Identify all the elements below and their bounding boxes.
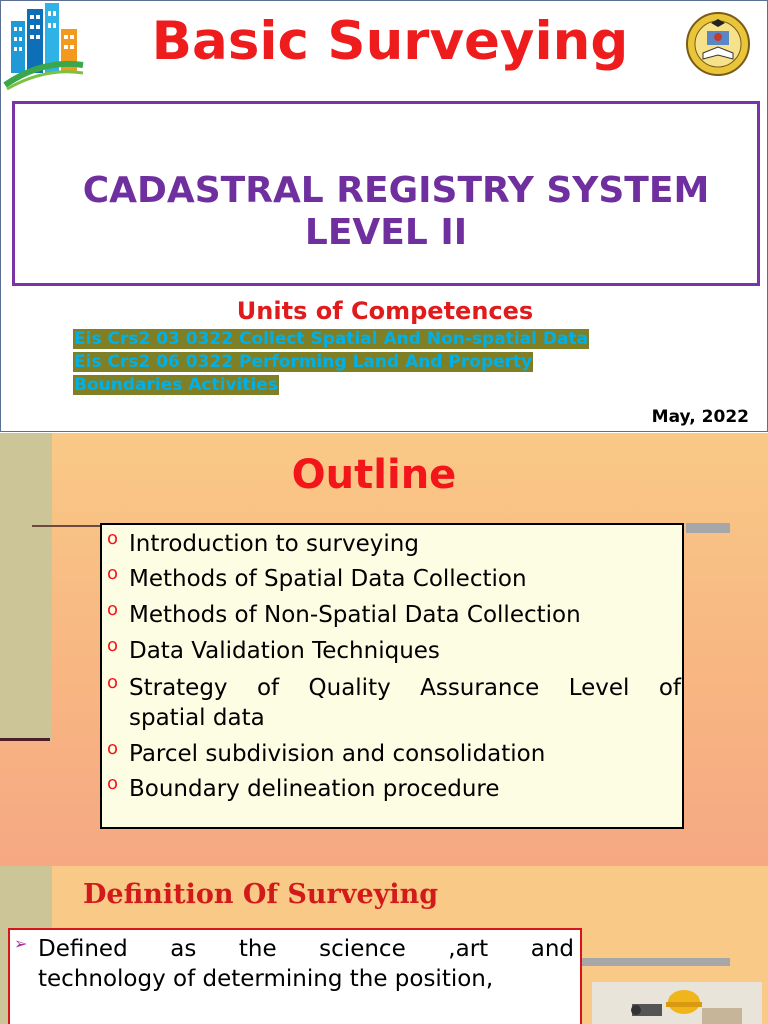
outline-box: o Introduction to surveying o Methods of… [100,523,684,829]
side-band [0,433,52,741]
definition-slide: Definition Of Surveying ➢ Defined as the… [0,866,768,1024]
unit-item: Boundaries Activities [73,375,279,395]
building-logo-icon [3,3,84,91]
title-slide: Basic Surveying CADASTRAL REGISTRY SYSTE… [0,0,768,432]
divider [580,958,730,966]
bullet-icon: o [107,672,119,693]
bullet-icon: o [107,738,119,759]
date-label: May, 2022 [651,407,749,427]
bullet-icon: o [107,563,119,584]
bullet-icon: o [107,599,119,620]
program-title-box: CADASTRAL REGISTRY SYSTEM LEVEL II [12,101,760,286]
divider [0,738,50,741]
program-level: LEVEL II [304,212,468,253]
divider [32,525,112,527]
outline-title: Outline [291,452,457,498]
definition-text: technology of determining the position, [38,966,494,992]
arrow-bullet-icon: ➢ [14,934,28,953]
divider [686,523,730,533]
definition-box: ➢ Defined as the science ,art and techno… [8,928,582,1024]
program-title: CADASTRAL REGISTRY SYSTEM [82,170,710,211]
surveyor-photo [592,982,762,1024]
definition-title: Definition Of Surveying [83,879,439,910]
outline-slide: Outline o Introduction to surveying o Me… [0,433,768,866]
units-heading: Units of Competences [236,297,534,325]
bullet-icon: o [107,528,119,549]
definition-text: Defined as the science ,art and [38,936,574,962]
bullet-icon: o [107,773,119,794]
institution-seal-icon [686,12,750,76]
unit-item: Eis Crs2 03 0322 Collect Spatial And Non… [73,329,590,349]
units-list: Eis Crs2 03 0322 Collect Spatial And Non… [73,327,590,396]
course-title: Basic Surveying [151,11,629,72]
bullet-icon: o [107,635,119,656]
unit-item: Eis Crs2 06 0322 Performing Land And Pro… [73,352,534,372]
